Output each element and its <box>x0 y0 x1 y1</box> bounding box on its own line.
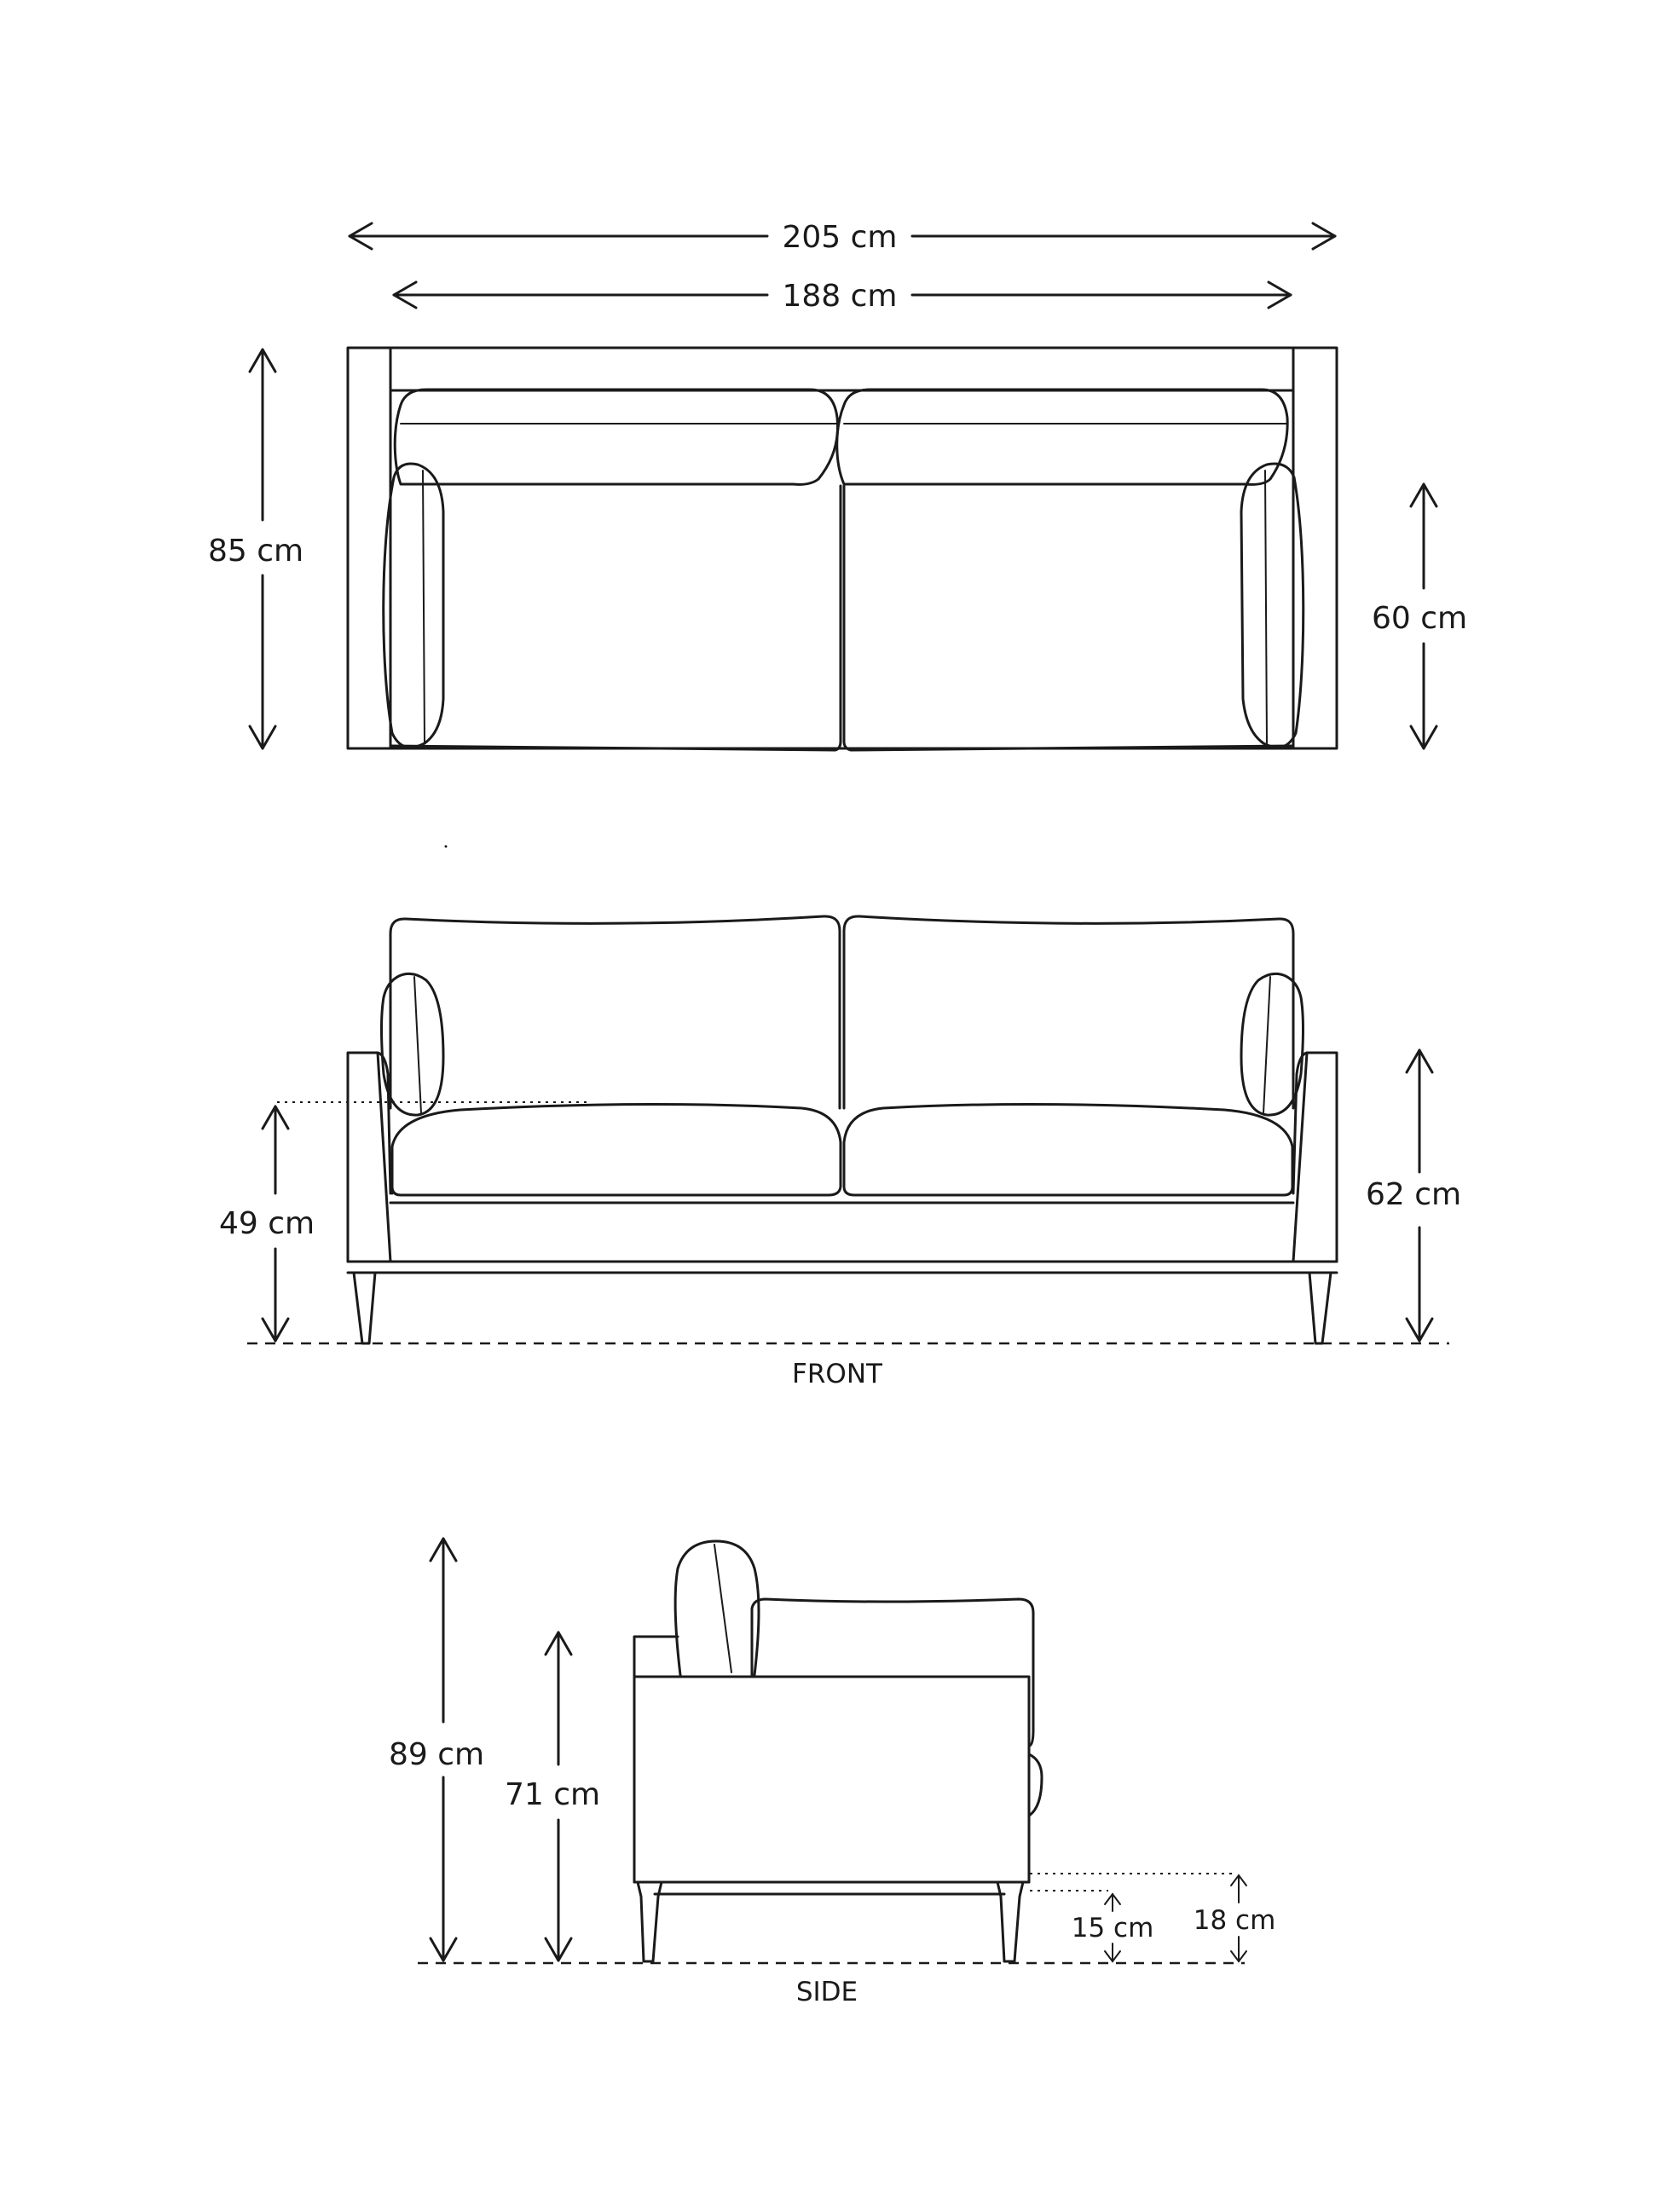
side-view: 89 cm 71 cm 15 cm 18 cm <box>389 1537 1276 2007</box>
depth-label: 85 cm <box>208 534 303 569</box>
stray-dot <box>444 845 448 848</box>
leg-height-label: 15 cm <box>1072 1913 1154 1943</box>
depth-arrow <box>248 348 277 750</box>
overall-width-arrow <box>348 222 1337 251</box>
arm-height-label: 62 cm <box>1366 1177 1461 1212</box>
sofa-side-outline <box>633 1539 1043 1963</box>
arm-height-arrow <box>1405 1048 1434 1343</box>
top-view: 205 cm 188 cm 85 cm 60 cm <box>208 220 1467 848</box>
inner-width-arrow <box>392 280 1292 309</box>
seat-height-label: 49 cm <box>219 1206 315 1241</box>
seat-height-arrow <box>261 1105 290 1343</box>
back-height-arrow <box>544 1631 573 1962</box>
seat-depth-arrow <box>1409 482 1438 750</box>
clearance-label: 18 cm <box>1194 1905 1276 1936</box>
side-caption: SIDE <box>796 1977 858 2007</box>
total-height-label: 89 cm <box>389 1737 484 1772</box>
clearance-arrow <box>1230 1874 1247 1963</box>
leg-height-arrow <box>1104 1892 1121 1963</box>
seat-depth-label: 60 cm <box>1372 601 1467 636</box>
back-height-label: 71 cm <box>505 1777 600 1812</box>
inner-width-label: 188 cm <box>782 279 897 314</box>
sofa-front-outline <box>346 915 1338 1345</box>
overall-width-label: 205 cm <box>782 220 897 255</box>
front-view: 49 cm 62 cm <box>219 915 1461 1389</box>
front-caption: FRONT <box>792 1359 883 1389</box>
total-height-arrow <box>429 1537 458 1962</box>
sofa-top-outline <box>346 346 1338 752</box>
